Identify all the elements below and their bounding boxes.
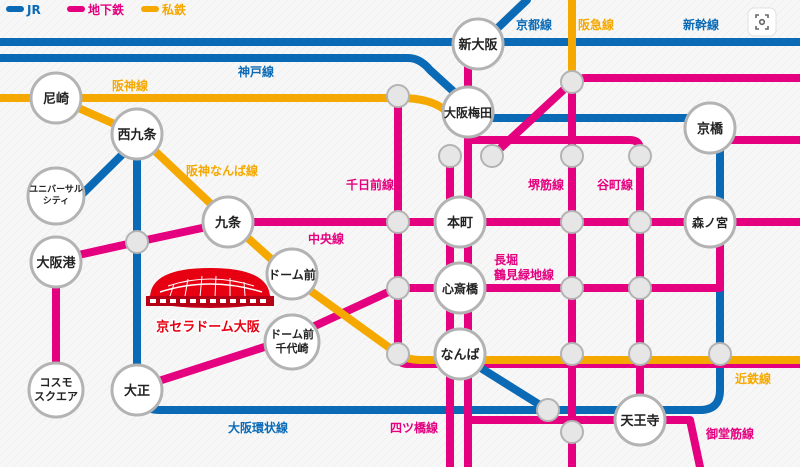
station-shin-osaka-label: 新大阪: [458, 37, 498, 53]
legend-swatch: [6, 6, 24, 12]
transfer-dot[interactable]: [560, 276, 584, 300]
umeda-link: [488, 78, 576, 160]
station-shin-osaka-node[interactable]: [451, 17, 505, 71]
legend-label: 私鉄: [161, 2, 186, 17]
station-kujo-label: 九条: [214, 215, 242, 231]
station-morinomiya-label: 森ノ宮: [692, 215, 728, 230]
transfer-dot[interactable]: [628, 342, 652, 366]
station-osakako-node[interactable]: [29, 235, 83, 289]
station-taisho-label: 大正: [124, 383, 150, 399]
loop-line-label: 大阪環状線: [228, 420, 288, 435]
kobe-line: [0, 54, 480, 116]
midosuji-line-label: 御堂筋線: [705, 426, 754, 441]
legend-swatch: [67, 6, 85, 12]
station-osaka-umeda-node[interactable]: [441, 85, 495, 139]
station-universal-city-label: ユニバーサルシティ: [29, 184, 83, 206]
legend-label: JR: [26, 3, 41, 17]
transfer-dot[interactable]: [480, 144, 504, 168]
station-tennoji-node[interactable]: [613, 393, 667, 447]
station-dome-mae-label: ドーム前: [268, 267, 316, 282]
transfer-dot[interactable]: [386, 84, 410, 108]
station-amagasaki-node[interactable]: [29, 71, 83, 125]
station-amagasaki-label: 尼崎: [43, 91, 69, 107]
transfer-dot[interactable]: [560, 420, 584, 444]
legend-swatch: [141, 6, 159, 12]
sennichimae-line-label: 千日前線: [346, 177, 394, 192]
station-kyobashi-label: 京橋: [697, 121, 724, 137]
dome-icon[interactable]: [146, 268, 274, 308]
station-cosmo-square-node[interactable]: [27, 361, 85, 419]
station-nishikujo-node[interactable]: [110, 107, 164, 161]
transfer-dot[interactable]: [560, 70, 584, 94]
transfer-dot[interactable]: [536, 398, 560, 422]
station-universal-city-node[interactable]: [26, 166, 86, 226]
kyoto-line-label: 京都線: [516, 17, 552, 32]
legend-label: 地下鉄: [88, 2, 124, 17]
transfer-dot[interactable]: [560, 144, 584, 168]
dome-label: 京セラドーム大阪: [156, 319, 261, 335]
transfer-dot[interactable]: [386, 210, 410, 234]
station-nishikujo-label: 西九条: [117, 127, 157, 143]
station-hommachi-node[interactable]: [433, 195, 487, 249]
expand-icon[interactable]: [747, 7, 777, 37]
station-hommachi-label: 本町: [447, 215, 473, 231]
station-tennoji-label: 天王寺: [620, 413, 659, 429]
station-dome-mae-chiyozaki-node[interactable]: [263, 313, 321, 371]
kintetsu-line-label: 近鉄線: [735, 371, 771, 386]
transfer-dot[interactable]: [628, 144, 652, 168]
hanshin-line-label: 阪神線: [112, 78, 148, 93]
station-dome-mae-node[interactable]: [265, 247, 319, 301]
station-namba-node[interactable]: [433, 327, 487, 381]
station-cosmo-square-label: コスモスクエア: [34, 376, 78, 403]
station-namba-label: なんば: [440, 348, 479, 363]
tanimachi-line-label: 谷町線: [597, 177, 633, 192]
legend: JR 地下鉄 私鉄: [6, 2, 186, 17]
transfer-dot[interactable]: [386, 342, 410, 366]
transfer-dot[interactable]: [438, 144, 462, 168]
station-shinsaibashi-label: 心斎橋: [442, 281, 479, 296]
transfer-dot[interactable]: [386, 276, 410, 300]
shinkansen-line-label: 新幹線: [683, 17, 719, 32]
station-osakako-label: 大阪港: [36, 255, 76, 271]
station-kyobashi-node[interactable]: [683, 101, 737, 155]
station-taisho-node[interactable]: [110, 363, 164, 417]
hanshin-namba-line-label: 阪神なんば線: [186, 163, 258, 178]
station-morinomiya-node[interactable]: [683, 195, 737, 249]
nagahori-line-label: 長堀鶴見緑地線: [494, 252, 554, 282]
station-kujo-node[interactable]: [201, 195, 255, 249]
transfer-dot[interactable]: [708, 342, 732, 366]
kobe-line-label: 神戸線: [238, 64, 274, 79]
chuo-line-label: 中央線: [308, 231, 344, 246]
yotsubashi-line-label: 四ツ橋線: [390, 420, 438, 435]
chuo-line: [52, 218, 800, 264]
transfer-dot[interactable]: [125, 230, 149, 254]
transfer-dot[interactable]: [560, 342, 584, 366]
sakaisuji-line-label: 堺筋線: [528, 177, 564, 192]
station-dome-mae-chiyozaki-label: ドーム前千代崎: [270, 327, 314, 355]
transfer-dot[interactable]: [560, 210, 584, 234]
hankyu-line-label: 阪急線: [578, 17, 614, 32]
station-shinsaibashi-node[interactable]: [433, 261, 487, 315]
transfer-dot[interactable]: [628, 210, 652, 234]
transfer-dot[interactable]: [628, 276, 652, 300]
station-osaka-umeda-label: 大阪梅田: [444, 105, 492, 120]
